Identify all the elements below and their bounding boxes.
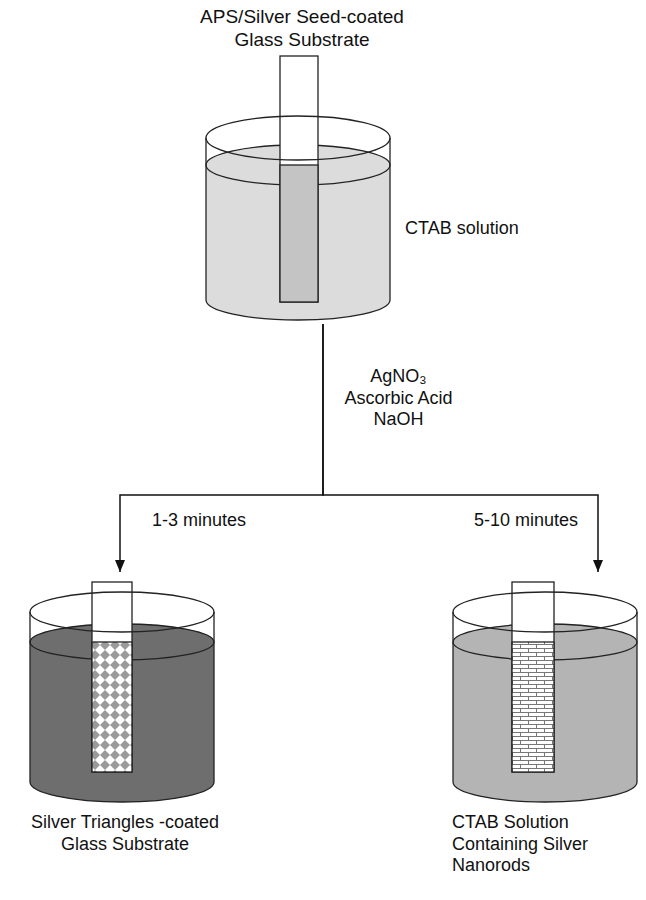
top-beaker xyxy=(206,56,390,320)
substrate-title: APS/Silver Seed-coated Glass Substrate xyxy=(182,6,422,52)
time-label: 5-10 minutes xyxy=(472,510,580,532)
right-beaker xyxy=(453,582,637,802)
time-label: 1-3 minutes xyxy=(150,510,248,532)
process-arrow xyxy=(323,324,598,572)
beaker-label: Silver Triangles -coated Glass Substrate xyxy=(14,812,236,855)
process-arrow xyxy=(120,324,323,572)
beaker-node: Silver Triangles -coated Glass Substrate xyxy=(10,572,240,872)
beaker-label: CTAB solution xyxy=(405,218,575,240)
reagent-label: AgNO₃ Ascorbic Acid NaOH xyxy=(336,366,461,431)
beaker-node: CTAB Solution Containing Silver Nanorods xyxy=(440,572,640,890)
beaker-label: CTAB Solution Containing Silver Nanorods xyxy=(452,812,612,877)
beaker-node: APS/Silver Seed-coated Glass SubstrateCT… xyxy=(160,2,580,324)
left-beaker xyxy=(30,582,214,802)
